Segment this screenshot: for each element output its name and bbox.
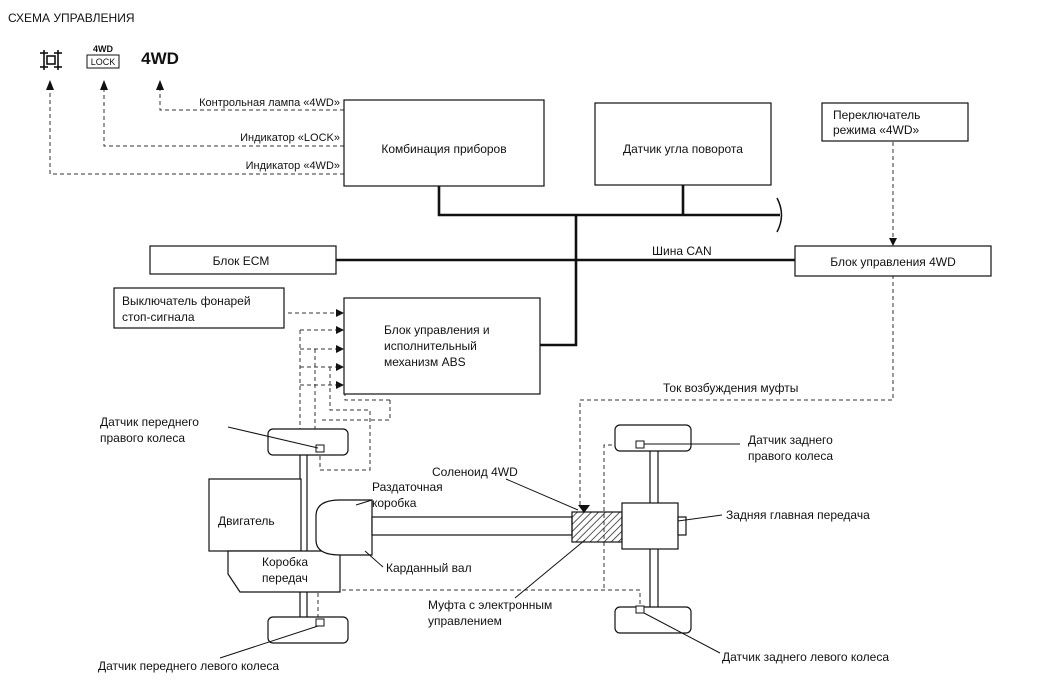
diagram-title: СХЕМА УПРАВЛЕНИЯ [8, 11, 135, 25]
rear-left-sensor [635, 605, 645, 614]
rear-right-sensor-label-2: правого колеса [748, 449, 833, 463]
clutch-leader [514, 539, 586, 599]
can-bus-upper [437, 186, 780, 217]
rear-diff-leader [677, 514, 723, 522]
lock-indicator-top-text: 4WD [93, 44, 114, 54]
instrument-cluster-box [343, 99, 545, 187]
lamp-signal-label: Контрольная лампа «4WD» [199, 97, 340, 109]
diff-lock-icon [40, 50, 62, 70]
rear-right-wheel [614, 424, 692, 452]
stop-switch-label-2: стоп-сигнала [122, 310, 195, 324]
ecm-box [149, 245, 337, 275]
lock-signal-label: Индикатор «LOCK» [240, 132, 340, 144]
fourwd-signal-line [49, 86, 344, 175]
clutch-current-line [579, 275, 894, 505]
awd-control-unit-box [794, 245, 992, 277]
mode-switch-label-1: Переключатель [833, 108, 920, 122]
rear-differential-label: Задняя главная передача [726, 508, 870, 522]
abs-unit-box [343, 297, 541, 395]
front-left-wheel [267, 616, 349, 644]
instrument-cluster-label: Комбинация приборов [381, 142, 506, 156]
fourwd-signal-label: Индикатор «4WD» [246, 160, 340, 172]
front-right-sensor [315, 444, 325, 453]
clutch-current-label: Ток возбуждения муфты [663, 381, 798, 395]
stop-switch-box [113, 287, 285, 329]
electronic-clutch [571, 511, 623, 543]
gearbox-label-2: передач [262, 571, 308, 585]
transfer-case-shape [315, 499, 373, 556]
clutch-label-1: Муфта с электронным [428, 598, 552, 612]
rear-right-sensor-label-1: Датчик заднего [748, 433, 833, 447]
rear-left-leader [643, 612, 721, 654]
propeller-shaft [371, 516, 573, 536]
front-left-leader [219, 625, 319, 659]
solenoid-arrow [578, 505, 590, 513]
front-left-sensor-label: Датчик переднего левого колеса [98, 659, 279, 673]
lamp-arrow [156, 80, 164, 90]
front-right-sensor-label-2: правого колеса [100, 431, 185, 445]
gearbox-label-1: Коробка [262, 555, 308, 569]
mode-switch-label-2: режима «4WD» [833, 123, 920, 137]
rear-left-wheel [614, 606, 692, 634]
front-left-sensor [315, 618, 325, 627]
lamp-signal-line [159, 86, 344, 111]
clutch-label-2: управлением [428, 614, 502, 628]
transfer-case-label-1: Раздаточная [372, 480, 443, 494]
front-right-leader [227, 426, 319, 449]
can-bus-label: Шина CAN [652, 244, 712, 258]
rear-differential-box [621, 502, 679, 550]
abs-unit-label-1: Блок управления и [384, 323, 490, 337]
rear-right-sensor [635, 440, 645, 449]
abs-unit-label-3: механизм ABS [384, 355, 466, 369]
abs-unit-label-2: исполнительный [384, 339, 477, 353]
solenoid-label: Соленоид 4WD [432, 465, 518, 479]
transfer-leader [355, 499, 373, 506]
can-bus-abs-link [540, 215, 578, 347]
front-right-wheel [267, 428, 349, 456]
front-right-sensor-label-1: Датчик переднего [100, 415, 199, 429]
steering-sensor-label: Датчик угла поворота [623, 142, 743, 156]
rear-left-sensor-line [300, 589, 641, 607]
mode-switch-box [821, 102, 969, 142]
steering-sensor-box [594, 102, 772, 186]
mode-switch-arrow [889, 238, 897, 246]
transfer-case-label-2: коробка [372, 496, 417, 510]
rear-left-sensor-label: Датчик заднего левого колеса [722, 650, 889, 664]
engine-label: Двигатель [218, 514, 275, 528]
fourwd-indicator-text: 4WD [141, 49, 179, 68]
can-bus-break-mark [776, 197, 783, 233]
prop-shaft-leader [364, 550, 384, 568]
lock-signal-line [103, 86, 344, 147]
ecm-label: Блок ECM [213, 254, 270, 268]
solenoid-leader [505, 478, 579, 511]
lock-indicator-box-text: LOCK [91, 57, 116, 67]
prop-shaft-label: Карданный вал [386, 561, 472, 575]
stop-switch-label-1: Выключатель фонарей [122, 294, 251, 308]
awd-control-unit-label: Блок управления 4WD [830, 255, 956, 269]
lock-indicator-box [86, 54, 120, 69]
